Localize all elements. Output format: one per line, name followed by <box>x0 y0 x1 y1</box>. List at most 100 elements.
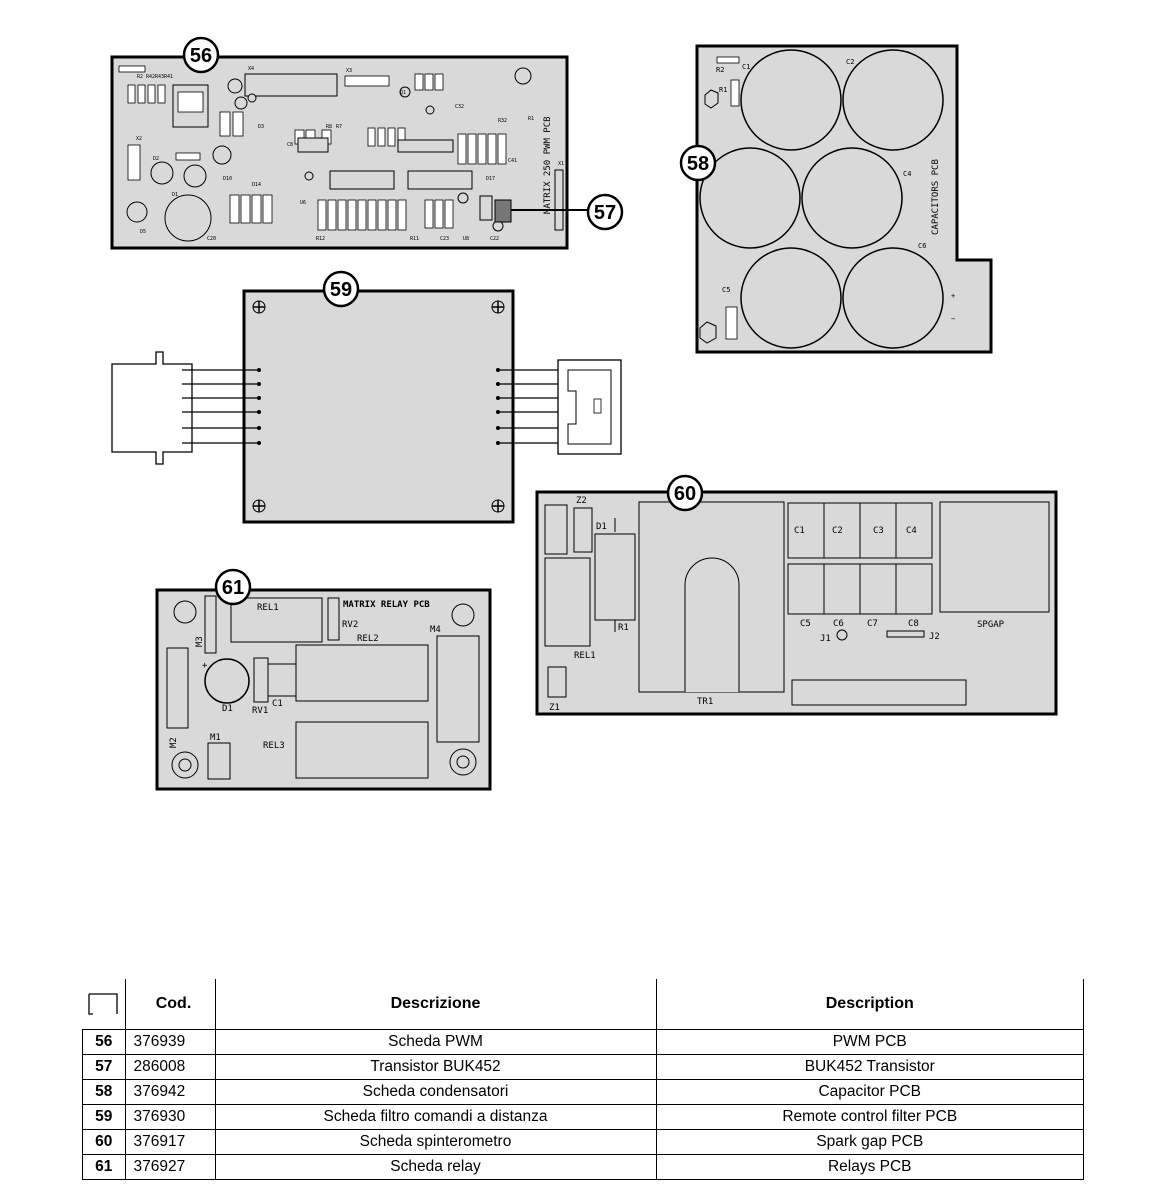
pwm-label: C32 <box>455 104 464 110</box>
pwm-label: D3 <box>258 124 264 130</box>
sparkgap-label: R1 <box>618 623 629 633</box>
pwm-label: C23 <box>440 236 449 242</box>
row-description: Relays PCB <box>655 1154 1084 1180</box>
pwm-label: R7 <box>336 124 342 130</box>
callout-56: 56 <box>182 36 220 74</box>
pwm-label: C20 <box>207 236 216 242</box>
relay-label: RV1 <box>252 706 268 716</box>
pwm-label: D17 <box>486 176 495 182</box>
sparkgap-label: SPGAP <box>977 620 1005 630</box>
row-code: 376930 <box>124 1104 216 1130</box>
pwm-label: D1 <box>172 192 178 198</box>
pwm-label: D10 <box>223 176 232 182</box>
cap-label: R1 <box>719 86 727 94</box>
sparkgap-label: C6 <box>833 619 844 629</box>
sparkgap-label: Z2 <box>576 496 587 506</box>
cap-label: R2 <box>716 66 724 74</box>
table-header-description: Description <box>655 979 1084 1030</box>
sparkgap-label: J2 <box>929 632 940 642</box>
table-row: 59 376930 Scheda filtro comandi a distan… <box>82 1104 1084 1130</box>
relay-label: D1 <box>222 704 233 714</box>
callout-59: 59 <box>322 270 360 308</box>
relay-pcb: MATRIX RELAY PCB REL1 RV2 REL2 M4 M3 D1 … <box>155 588 492 791</box>
table-header-row: Cod. Descrizione Description <box>82 979 1084 1030</box>
pwm-label: R42 <box>146 74 155 80</box>
row-code: 376917 <box>124 1129 216 1155</box>
relay-label: C1 <box>272 699 283 709</box>
callout-61: 61 <box>214 568 252 606</box>
sparkgap-label: TR1 <box>697 697 713 707</box>
table-row: 58 376942 Scheda condensatori Capacitor … <box>82 1079 1084 1105</box>
sparkgap-pcb: Z2 D1 C1 C2 C3 C4 C5 C6 C7 C8 J1 J2 R1 R… <box>535 490 1058 716</box>
pwm-label: C41 <box>508 158 517 164</box>
row-ref: 61 <box>82 1154 126 1180</box>
row-ref: 58 <box>82 1079 126 1105</box>
row-descrizione: Scheda filtro comandi a distanza <box>214 1104 657 1130</box>
table-row: 60 376917 Scheda spinterometro Spark gap… <box>82 1129 1084 1155</box>
callout-60-label: 60 <box>674 483 696 505</box>
relay-label: REL2 <box>357 634 379 644</box>
sparkgap-label: REL1 <box>574 651 596 661</box>
row-description: Spark gap PCB <box>655 1129 1084 1155</box>
row-description: Remote control filter PCB <box>655 1104 1084 1130</box>
filter-left-connector <box>111 351 261 465</box>
sparkgap-label: C1 <box>794 526 805 536</box>
pwm-label: R41 <box>164 74 173 80</box>
table-row: 56 376939 Scheda PWM PWM PCB <box>82 1029 1084 1055</box>
table-row: 61 376927 Scheda relay Relays PCB <box>82 1154 1084 1180</box>
callout-58-label: 58 <box>687 153 709 175</box>
row-code: 286008 <box>124 1054 216 1080</box>
row-ref: 60 <box>82 1129 126 1155</box>
callout-61-label: 61 <box>222 577 244 599</box>
sparkgap-label: C8 <box>908 619 919 629</box>
pwm-label: C22 <box>490 236 499 242</box>
callout-57: 57 <box>586 193 624 231</box>
sparkgap-label: C7 <box>867 619 878 629</box>
relay-pcb-title: MATRIX RELAY PCB <box>343 600 430 610</box>
sparkgap-label: J1 <box>820 634 831 644</box>
table-header-ref <box>82 979 126 1030</box>
sparkgap-label: C5 <box>800 619 811 629</box>
relay-label: REL1 <box>257 603 279 613</box>
cap-label: − <box>951 315 955 323</box>
relay-label: RV2 <box>342 620 358 630</box>
pwm-label: X3 <box>346 68 352 74</box>
sparkgap-label: D1 <box>596 522 607 532</box>
filter-right-connector <box>496 359 622 455</box>
row-description: Capacitor PCB <box>655 1079 1084 1105</box>
sparkgap-label: C4 <box>906 526 917 536</box>
row-descrizione: Scheda condensatori <box>214 1079 657 1105</box>
table-header-descrizione: Descrizione <box>214 979 657 1030</box>
row-descrizione: Scheda relay <box>214 1154 657 1180</box>
pwm-label: U8 <box>463 236 469 242</box>
row-code: 376939 <box>124 1029 216 1055</box>
callout-57-label: 57 <box>594 202 616 224</box>
pwm-label: R2 <box>137 74 143 80</box>
row-description: PWM PCB <box>655 1029 1084 1055</box>
cap-label: + <box>951 292 955 300</box>
pwm-label: X1 <box>558 161 564 167</box>
cap-label: C1 <box>742 63 750 71</box>
parts-table: Cod. Descrizione Description 56 376939 S… <box>82 979 1084 1180</box>
row-ref: 56 <box>82 1029 126 1055</box>
manual-book-icon <box>87 992 118 1015</box>
pwm-pcb-title: MATRIX 250 PWM PCB <box>543 116 553 214</box>
callout-58: 58 <box>679 144 717 182</box>
transistor-buk452 <box>494 199 588 223</box>
sparkgap-label: Z1 <box>549 703 560 713</box>
relay-label: REL3 <box>263 741 285 751</box>
pwm-label: X2 <box>136 136 142 142</box>
exploded-parts-diagram: MATRIX 250 PWM PCB R2 R42 R43 R41 X4 X3 … <box>110 36 1058 791</box>
relay-label: + <box>202 661 208 671</box>
relay-label: M2 <box>169 737 179 748</box>
sparkgap-label: C2 <box>832 526 843 536</box>
relay-label: M1 <box>210 733 221 743</box>
row-descrizione: Transistor BUK452 <box>214 1054 657 1080</box>
pwm-label: D5 <box>140 229 146 235</box>
row-description: BUK452 Transistor <box>655 1054 1084 1080</box>
pwm-label: D2 <box>153 156 159 162</box>
pwm-label: D14 <box>252 182 261 188</box>
pwm-label: R11 <box>410 236 419 242</box>
pwm-label: Q1 <box>400 90 406 96</box>
pwm-label: U6 <box>300 200 306 206</box>
